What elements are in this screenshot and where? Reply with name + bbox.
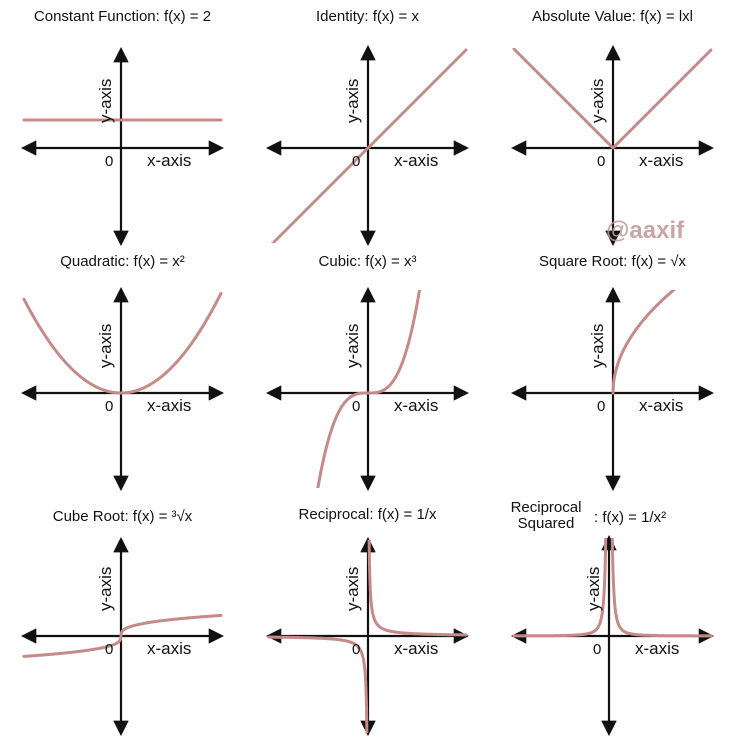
panel-cubic: x-axis y-axis 0 Cubic: f(x) = x³: [245, 245, 490, 492]
y-axis-label: y-axis: [96, 79, 115, 123]
function-curve: [611, 290, 676, 395]
y-axis-label: y-axis: [343, 567, 362, 611]
y-axis-label: y-axis: [343, 79, 362, 123]
origin-label: 0: [593, 641, 601, 658]
absolute-value-graph: x-axis y-axis 0: [510, 44, 715, 247]
origin-label: 0: [105, 641, 113, 658]
origin-label: 0: [105, 153, 113, 170]
x-axis-label: x-axis: [635, 639, 679, 658]
x-axis-label: x-axis: [394, 151, 438, 170]
curve-group: [22, 613, 223, 658]
chart-title-formula: : f(x) = 1/x²: [594, 509, 667, 526]
watermark: @aaxif: [606, 217, 685, 244]
reciprocal-squared-graph: x-axis y-axis 0: [510, 534, 715, 737]
chart-title: Constant Function: f(x) = 2: [33, 8, 212, 25]
function-curve: [610, 538, 713, 638]
reciprocal-graph: x-axis y-axis 0: [265, 536, 470, 737]
panel-identity: x-axis y-axis 0 Identity: f(x) = x: [245, 0, 490, 247]
panel-square-root: x-axis y-axis 0 Square Root: f(x) = √x: [490, 245, 735, 492]
origin-label: 0: [352, 153, 360, 170]
y-axis-label: y-axis: [96, 567, 115, 611]
y-axis-label: y-axis: [584, 567, 603, 611]
curve-group: [270, 48, 468, 243]
chart-title: Square Root: f(x) = √x: [538, 253, 687, 270]
function-curve: [22, 291, 223, 395]
x-axis-label: x-axis: [147, 396, 191, 415]
function-curve: [316, 290, 422, 488]
panel-reciprocal: x-axis y-axis 0 Reciprocal: f(x) = 1/x: [245, 490, 490, 737]
y-axis-label: y-axis: [588, 79, 607, 123]
curve-group: [267, 540, 468, 733]
chart-title-name: Reciprocal Squared: [510, 499, 582, 532]
x-axis-label: x-axis: [639, 151, 683, 170]
origin-label: 0: [597, 398, 605, 415]
curve-group: [512, 538, 713, 638]
origin-label: 0: [105, 398, 113, 415]
x-axis-label: x-axis: [394, 396, 438, 415]
y-axis-label: y-axis: [343, 324, 362, 368]
curve-group: [512, 48, 713, 150]
origin-label: 0: [597, 153, 605, 170]
chart-title: Reciprocal Squared : f(x) = 1/x²: [490, 500, 735, 540]
function-curve: [267, 635, 369, 733]
panel-cube-root: x-axis y-axis 0 Cube Root: f(x) = ³√x: [0, 490, 245, 737]
chart-title: Quadratic: f(x) = x²: [60, 253, 185, 270]
identity-graph: x-axis y-axis 0: [265, 44, 470, 247]
constant-graph: x-axis y-axis 0: [20, 46, 225, 247]
x-axis-label: x-axis: [147, 639, 191, 658]
function-curve: [367, 540, 468, 637]
x-axis-label: x-axis: [394, 639, 438, 658]
panel-constant-function: x-axis y-axis 0 Constant Function: f(x) = …: [0, 0, 245, 247]
curve-group: [316, 290, 422, 488]
x-axis-label: x-axis: [639, 396, 683, 415]
square-root-graph: x-axis y-axis 0: [510, 286, 715, 492]
panel-quadratic: x-axis y-axis 0 Quadratic: f(x) = x²: [0, 245, 245, 492]
cubic-graph: x-axis y-axis 0: [265, 286, 470, 492]
y-axis-label: y-axis: [96, 324, 115, 368]
function-curve: [512, 538, 608, 638]
cube-root-graph: x-axis y-axis 0: [20, 536, 225, 737]
function-curve: [512, 48, 713, 150]
function-curve: [270, 48, 468, 243]
chart-title: Identity: f(x) = x: [316, 8, 419, 25]
chart-title: Cubic: f(x) = x³: [318, 253, 417, 270]
origin-label: 0: [352, 398, 360, 415]
chart-title: Cube Root: f(x) = ³√x: [52, 508, 193, 525]
chart-title: Reciprocal: f(x) = 1/x: [298, 506, 437, 523]
x-axis-label: x-axis: [147, 151, 191, 170]
panel-reciprocal-squared: x-axis y-axis 0 Reciprocal Squared : f(x) …: [490, 500, 735, 745]
curve-group: [22, 291, 223, 395]
panel-absolute-value: x-axis y-axis 0 Absolute Value: f(x) = lxl: [490, 0, 735, 247]
function-curve: [22, 613, 223, 658]
quadratic-graph: x-axis y-axis 0: [20, 286, 225, 492]
origin-label: 0: [352, 641, 360, 658]
chart-title: Absolute Value: f(x) = lxl: [531, 8, 694, 25]
y-axis-label: y-axis: [588, 324, 607, 368]
curve-group: [611, 290, 676, 395]
